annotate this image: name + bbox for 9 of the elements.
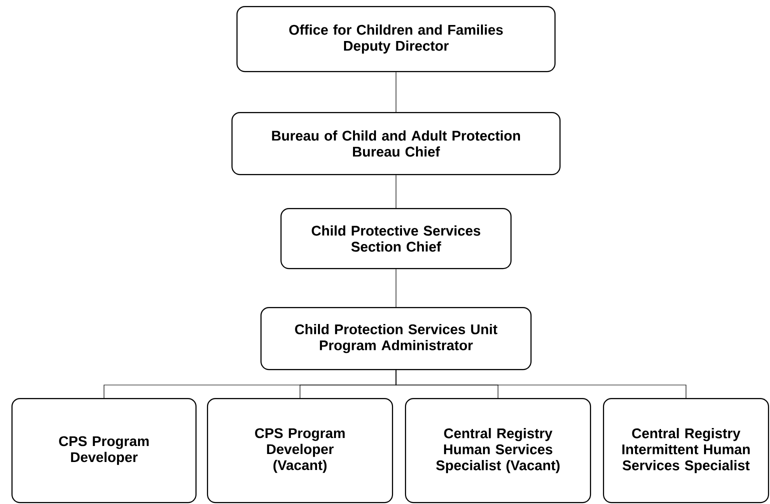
position-box: Central Registry Human Services Specialist (Vacant)	[404, 398, 592, 504]
position-box: Child Protective Services Section Chief	[280, 208, 512, 270]
position-box: Office for Children and Families Deputy Director	[236, 6, 556, 72]
position-box: CPS Program Developer (Vacant)	[206, 398, 394, 504]
position-box: CPS Program Developer	[11, 398, 197, 504]
position-box: Child Protection Services Unit Program Administrator	[260, 307, 532, 370]
connector-line	[396, 370, 686, 398]
position-box: Bureau of Child and Adult Protection Bureau Chief	[231, 112, 561, 176]
position-box: Central Registry Intermittent Human Services Specialist	[602, 398, 770, 504]
